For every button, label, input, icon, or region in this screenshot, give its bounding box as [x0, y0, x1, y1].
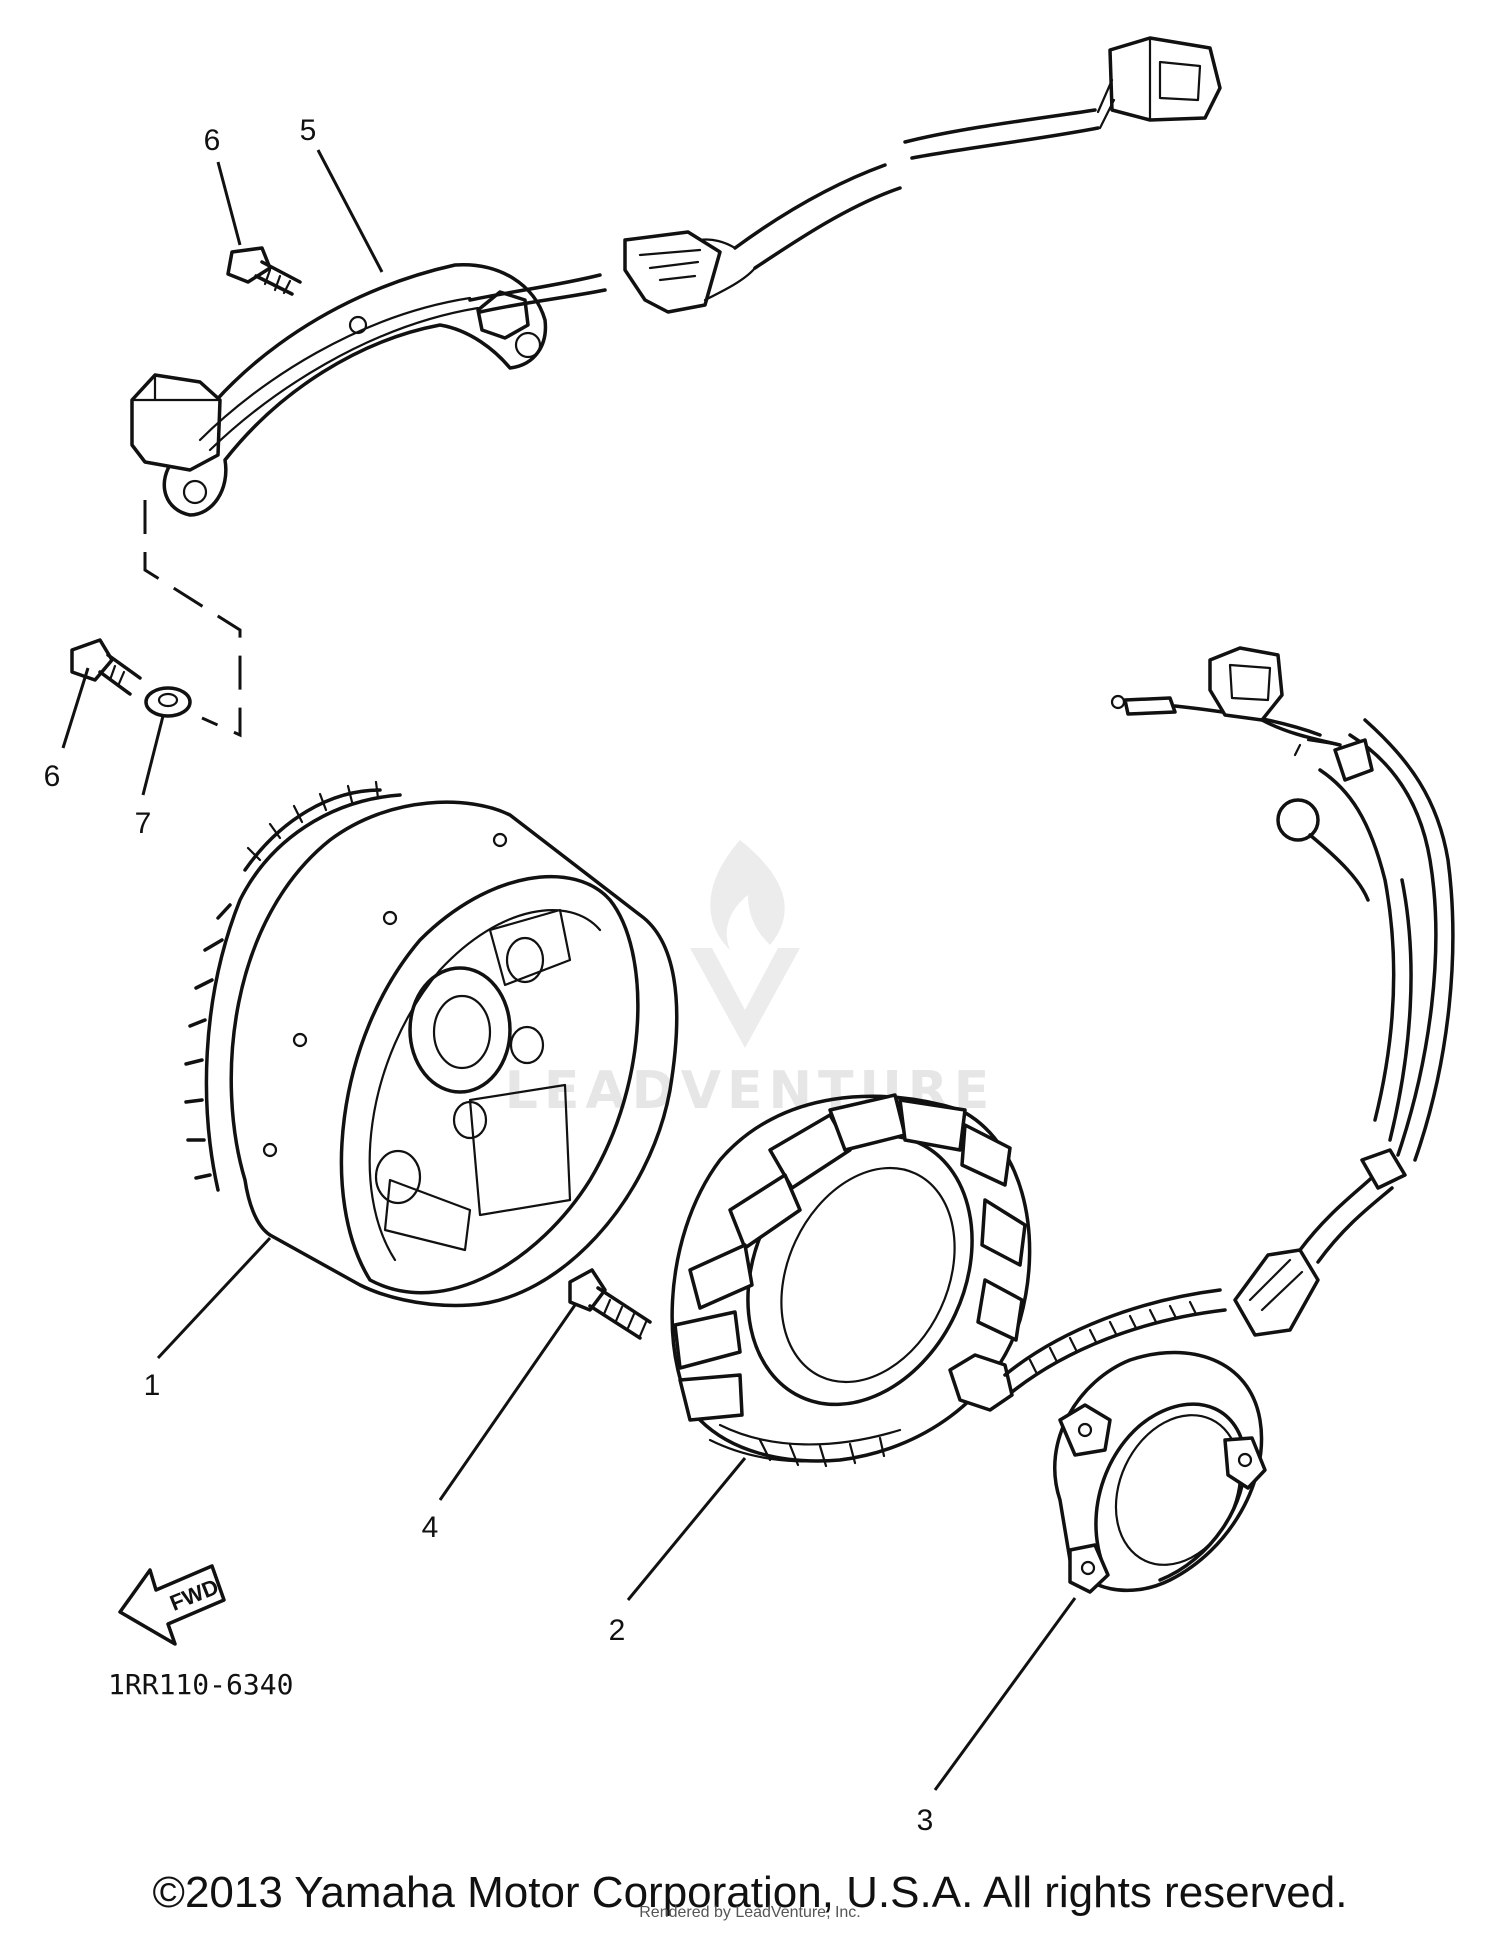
rotor-hub [408, 966, 512, 1094]
stator-pole [688, 1243, 754, 1310]
leader-6-upper [216, 161, 242, 246]
wire-clamp [948, 1353, 1014, 1412]
callout-2: 2 [609, 1614, 626, 1647]
watermark-v-icon [690, 948, 800, 1048]
bullet-terminal [1123, 696, 1177, 716]
flywheel-rotor [184, 780, 679, 1308]
harness-collar [1360, 1148, 1407, 1190]
callout-7: 7 [135, 807, 152, 840]
magnet-window [488, 908, 572, 987]
callout-labels: 6 5 6 7 1 4 2 3 [44, 114, 934, 1837]
pickup-coil-block [130, 373, 222, 472]
stator-pole [673, 1310, 742, 1370]
bracket-hole [514, 331, 542, 359]
callout-4: 4 [422, 1511, 439, 1544]
leader-7 [141, 715, 165, 796]
forward-direction-arrow: FWD [118, 1564, 226, 1646]
harness-collar [1333, 738, 1374, 782]
harness-grommet [623, 230, 722, 314]
bolt-4 [568, 1268, 652, 1340]
harness-wire [468, 273, 602, 302]
stator-pole [960, 1123, 1012, 1187]
starter-ring-gear [184, 788, 382, 1180]
mounting-guide-line [143, 500, 242, 738]
callout-6-lower: 6 [44, 760, 61, 793]
magnet-window [383, 1178, 472, 1252]
holder-tab [1068, 1543, 1110, 1594]
callout-5: 5 [300, 114, 317, 147]
callout-6-upper: 6 [204, 124, 221, 157]
stator-holder [1053, 1350, 1267, 1594]
pickup-coil-assembly [130, 36, 1222, 517]
leader-5 [316, 149, 384, 273]
leader-1 [156, 1236, 272, 1360]
rotor-boss [509, 1025, 545, 1065]
holder-tab [1058, 1403, 1112, 1457]
stator-harness [948, 646, 1455, 1412]
screw-6-upper [226, 246, 302, 296]
rotor-boss [374, 1149, 422, 1205]
pickup-bracket [162, 263, 548, 517]
stator-grommet [1233, 1248, 1320, 1337]
rotor-boss [505, 936, 545, 984]
ring-terminal [1276, 798, 1320, 842]
copyright-notice: ©2013 Yamaha Motor Corporation, U.S.A. A… [152, 1868, 1348, 1917]
stator-pole [980, 1198, 1027, 1267]
leader-2 [626, 1457, 747, 1601]
stator-pole [678, 1373, 744, 1422]
leader-4 [438, 1304, 577, 1501]
rendered-by-notice: Rendered by LeadVenture, Inc. [639, 1904, 861, 1921]
callout-3: 3 [917, 1804, 934, 1837]
washer-7 [144, 686, 192, 718]
watermark: LEADVENTURE [505, 840, 989, 1121]
harness-connector [1108, 36, 1222, 122]
rotor-boss [452, 1100, 488, 1140]
stator-assembly [670, 1093, 1032, 1468]
callout-1: 1 [144, 1369, 161, 1402]
bracket-hole [182, 479, 208, 505]
leader-3 [933, 1597, 1077, 1791]
stator-pole [728, 1173, 802, 1250]
stator-pole [898, 1098, 967, 1152]
stator-pole [976, 1278, 1024, 1342]
watermark-flame-icon [710, 840, 785, 950]
magnet-window [468, 1083, 572, 1217]
leader-6-lower [61, 667, 90, 749]
leader-lines [61, 149, 1077, 1791]
harness-sheath [733, 163, 887, 250]
holder-tab [1223, 1436, 1267, 1490]
stator-connector [1208, 646, 1284, 722]
diagram-code: 1RR110-6340 [108, 1668, 293, 1701]
screw-6-lower [70, 638, 142, 696]
fwd-arrow-icon [118, 1564, 226, 1646]
